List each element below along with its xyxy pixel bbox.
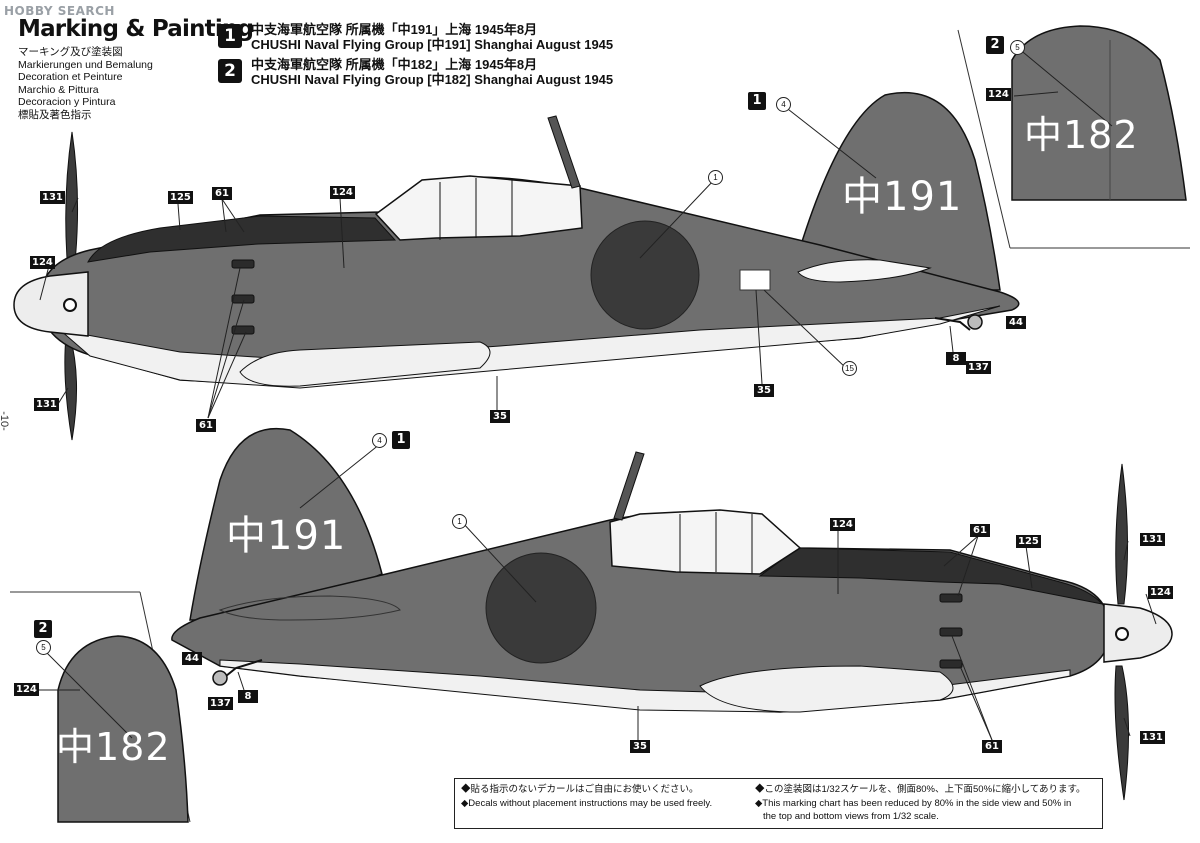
page-title: Marking & Painting	[18, 16, 254, 42]
horizontal-stabilizer-2	[218, 595, 401, 621]
inset-tail-top	[1011, 25, 1187, 201]
version-2-badge: 2	[218, 59, 242, 83]
watermark: HOBBY SEARCH	[4, 4, 115, 18]
hinomaru-2	[485, 552, 597, 664]
part-tag-61: 61	[212, 187, 232, 200]
aircraft-bottom	[171, 427, 1173, 801]
decal-5-inset-bottom: 5	[36, 640, 51, 655]
version-1-en: CHUSHI Naval Flying Group [中191] Shangha…	[251, 37, 614, 52]
note-left-en: ◆Decals without placement instructions m…	[461, 798, 713, 809]
note-right-en1: ◆This marking chart has been reduced by …	[755, 798, 1072, 809]
part-tag-131: 131	[1140, 731, 1165, 744]
anti-glare-panel	[87, 215, 397, 263]
propeller-blade-lower-2	[1114, 665, 1130, 801]
part-tag-44: 44	[1006, 316, 1026, 329]
canopy	[374, 175, 583, 241]
version-1-badge: 1	[218, 24, 242, 48]
subtitle-es: Decoracion y Pintura	[18, 96, 116, 109]
inset-frame-top	[957, 29, 1190, 249]
part-tag-124: 124	[986, 88, 1011, 101]
part-tag-125: 125	[1016, 535, 1041, 548]
part-tag-125: 125	[168, 191, 193, 204]
part-tag-35: 35	[630, 740, 650, 753]
part-tag-61: 61	[970, 524, 990, 537]
part-tag-35: 35	[754, 384, 774, 397]
part-tag-124: 124	[830, 518, 855, 531]
part-tag-124: 124	[30, 256, 55, 269]
spinner	[13, 271, 89, 337]
version-marker-top: 1	[748, 92, 766, 110]
wing	[239, 341, 491, 387]
part-tag-124: 124	[1148, 586, 1173, 599]
version-2-en: CHUSHI Naval Flying Group [中182] Shangha…	[251, 72, 614, 87]
part-tag-131: 131	[40, 191, 65, 204]
page-number: -10-	[0, 411, 10, 431]
note-left-jp: ◆貼る指示のないデカールはご自由にお使いください。	[461, 784, 699, 795]
part-tag-44: 44	[182, 652, 202, 665]
inset-tail-bottom	[34, 635, 189, 823]
subtitle-de: Markierungen und Bemalung	[18, 58, 153, 71]
part-tag-35: 35	[490, 410, 510, 423]
notes-box: ◆貼る指示のないデカールはご自由にお使いください。 ◆Decals withou…	[454, 778, 1103, 829]
decal-1-top: 1	[708, 170, 723, 185]
hinomaru	[590, 220, 700, 330]
note-right-jp: ◆この塗装図は1/32スケールを、側面80%、上下面50%に縮小してあります。	[755, 784, 1086, 795]
part-tag-137: 137	[966, 361, 991, 374]
decal-4-top: 4	[776, 97, 791, 112]
spinner-2	[1103, 603, 1173, 663]
subtitle-cn: 標貼及著色指示	[18, 109, 92, 121]
horizontal-stabilizer	[797, 259, 932, 283]
tail-code-v2-inset-bottom: 中182	[56, 725, 171, 769]
antenna-mast	[547, 115, 581, 189]
wing-2	[699, 665, 954, 713]
tail-code-v2-inset-top: 中182	[1024, 113, 1139, 157]
part-tag-61: 61	[196, 419, 216, 432]
part-tag-8: 8	[238, 690, 258, 703]
stencil-decal	[739, 269, 771, 291]
aircraft-top	[13, 91, 1020, 441]
part-tag-131: 131	[34, 398, 59, 411]
antenna-mast-2	[613, 451, 645, 521]
version-marker-bottom: 1	[392, 431, 410, 449]
decal-4-bottom: 4	[372, 433, 387, 448]
tail-code-v1-top: 中191	[842, 174, 963, 220]
part-tag-8: 8	[946, 352, 966, 365]
subtitle-fr: Decoration et Peinture	[18, 71, 123, 84]
version-2-jp: 中支海軍航空隊 所属機「中182」上海 1945年8月	[251, 57, 538, 72]
note-right-en2: the top and bottom views from 1/32 scale…	[763, 811, 939, 822]
propeller-blade-lower	[64, 335, 78, 441]
decal-15-top: 15	[842, 361, 857, 376]
version-marker-inset-top: 2	[986, 36, 1004, 54]
decal-1-bottom: 1	[452, 514, 467, 529]
anti-glare-panel-2	[758, 547, 1104, 605]
part-tag-124: 124	[14, 683, 39, 696]
part-tag-61: 61	[982, 740, 1002, 753]
decal-5-inset-top: 5	[1010, 40, 1025, 55]
part-tag-137: 137	[208, 697, 233, 710]
version-marker-inset-bottom: 2	[34, 620, 52, 638]
propeller-blade-upper-2	[1115, 463, 1129, 605]
version-1-jp: 中支海軍航空隊 所属機「中191」上海 1945年8月	[251, 22, 538, 37]
tail-code-v1-bottom: 中191	[226, 513, 347, 559]
part-tag-124: 124	[330, 186, 355, 199]
canopy-2	[609, 509, 802, 575]
part-tag-131: 131	[1140, 533, 1165, 546]
subtitle-jp: マーキング及び塗装図	[18, 46, 123, 58]
subtitle-it: Marchio & Pittura	[18, 83, 99, 96]
tail-fin-2	[189, 427, 383, 621]
